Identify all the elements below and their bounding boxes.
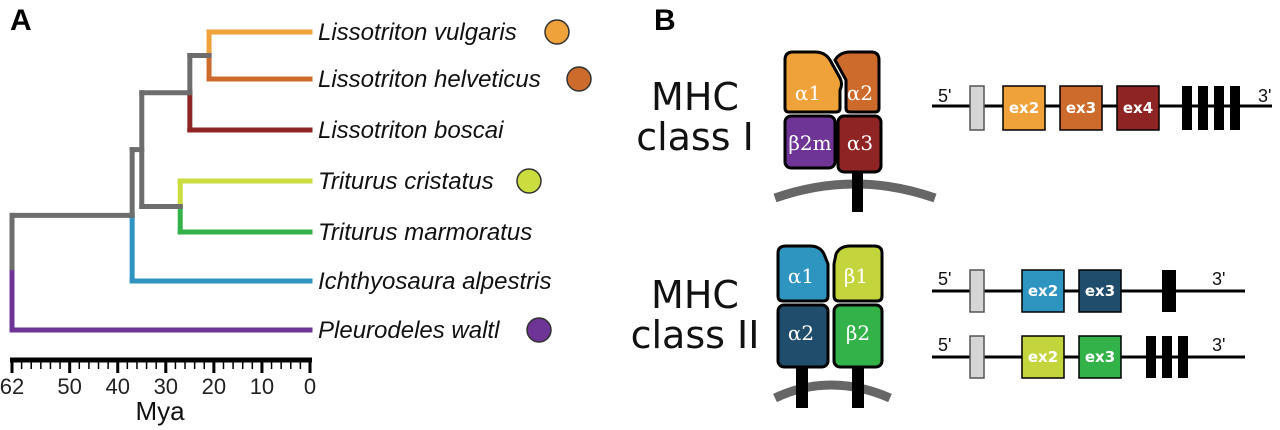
exon-ex2-class1 [1002, 85, 1046, 131]
mhc-class1-title-line1: MHC [651, 75, 739, 119]
exon1-class2-beta [969, 335, 985, 379]
domain-label-alpha1-class2: α1 [788, 264, 814, 288]
exon-label-ex2-class1: ex2 [1009, 99, 1039, 117]
exon-ex3-class2-alpha [1078, 269, 1122, 313]
gene-class1: 5' 3' ex2 ex3 ex4 [932, 85, 1272, 131]
exon-label-ex4-class1: ex4 [1123, 99, 1153, 117]
gene-three-prime-class1: 3' [1258, 86, 1271, 106]
exon-tm1-class1 [1182, 86, 1192, 130]
axis-tick-label: 40 [105, 374, 129, 399]
axis-title: Mya [135, 396, 185, 426]
species-label: Triturus marmoratus [318, 219, 532, 246]
gene-three-prime-class2-beta: 3' [1212, 335, 1225, 355]
species-dot [516, 168, 542, 194]
exon-label-ex2-class2-alpha: ex2 [1028, 282, 1058, 300]
domain-label-alpha2-class1: α2 [847, 81, 873, 105]
exon-label-ex3-class2-beta: ex3 [1085, 348, 1115, 366]
exon-label-ex2-class2-beta: ex2 [1028, 348, 1058, 366]
exon1-class2-alpha [969, 269, 985, 313]
time-axis: 62 50 40 30 20 10 0 [0, 357, 316, 399]
domain-alpha2-class1 [833, 50, 881, 114]
exon-tm3-class2-beta [1178, 336, 1188, 378]
gene-three-prime-class2-alpha: 3' [1212, 269, 1225, 289]
gene-five-prime-class2-beta: 5' [938, 335, 951, 355]
exon-tm2-class2-beta [1162, 336, 1172, 378]
exon-ex4-class1 [1116, 85, 1160, 131]
exon-tm4-class1 [1230, 86, 1240, 130]
exon-tm-class2-alpha [1162, 270, 1176, 312]
membrane-arc-class2 [773, 380, 892, 403]
species-label: Lissotriton boscai [318, 117, 504, 144]
mhc-class2-title: MHC class II [631, 273, 760, 357]
axis-tick-label: 10 [250, 374, 274, 399]
species-dot [544, 19, 570, 45]
exon-tm1-class2-beta [1146, 336, 1156, 378]
domain-alpha3-class1 [836, 114, 883, 174]
tm-stalk-alpha-class2 [796, 360, 808, 408]
gene-five-prime-class2-alpha: 5' [938, 269, 951, 289]
tm-stalk-class1 [852, 170, 863, 212]
axis-tick-label: 50 [57, 374, 81, 399]
domain-beta1-class2 [832, 244, 884, 303]
domain-alpha1-class2 [776, 244, 830, 303]
domain-alpha2-class2 [776, 303, 830, 369]
exon-ex2-class2-alpha [1021, 269, 1065, 313]
domain-beta2m-class1 [783, 114, 837, 170]
axis-tick-label: 62 [0, 374, 24, 399]
mhc-class2-title-line1: MHC [651, 273, 739, 317]
domain-label-alpha1-class1: α1 [795, 81, 821, 105]
mhc-class1-molecule: α1 α2 β2m α3 [773, 50, 937, 212]
axis-tick-label: 30 [154, 374, 178, 399]
tm-stalk-beta-class2 [852, 360, 864, 408]
species-label: Triturus cristatus [318, 168, 494, 195]
species-label: Pleurodeles waltl [318, 317, 500, 344]
mhc-class2-molecule: α1 β1 α2 β2 [773, 244, 892, 408]
gene-class2-alpha: 5' 3' ex2 ex3 [932, 269, 1245, 313]
panel-label-a: A [10, 4, 32, 37]
mhc-class1-title-line2: class I [636, 115, 754, 159]
mhc-class1-title: MHC class I [636, 75, 754, 159]
species-label: Lissotriton helveticus [318, 66, 541, 93]
exon-ex2-class2-beta [1021, 335, 1065, 379]
domain-label-alpha3-class1: α3 [847, 131, 873, 155]
domain-alpha1-class1 [783, 50, 843, 114]
panel-label-b: B [654, 4, 676, 37]
species-dot [566, 66, 592, 92]
domain-label-beta2-class2: β2 [846, 321, 870, 345]
exon-label-ex3-class1: ex3 [1066, 99, 1096, 117]
exon-label-ex3-class2-alpha: ex3 [1085, 282, 1115, 300]
species-label: Ichthyosaura alpestris [318, 268, 551, 295]
domain-label-beta1-class2: β1 [844, 264, 868, 288]
exon-tm2-class1 [1198, 86, 1208, 130]
domain-beta2-class2 [832, 303, 884, 369]
exon-tm3-class1 [1214, 86, 1224, 130]
gene-class2-beta: 5' 3' ex2 ex3 [932, 335, 1245, 379]
mhc-class2-title-line2: class II [631, 313, 760, 357]
domain-label-alpha2-class2: α2 [788, 321, 814, 345]
species-dot [526, 317, 552, 343]
domain-label-beta2m-class1: β2m [788, 131, 831, 155]
species-label: Lissotriton vulgaris [318, 19, 517, 46]
axis-tick-label: 20 [202, 374, 226, 399]
exon1-class1 [969, 85, 985, 131]
exon-ex3-class1 [1059, 85, 1103, 131]
axis-tick-label: 0 [304, 374, 316, 399]
gene-five-prime-class1: 5' [938, 86, 951, 106]
exon-ex3-class2-beta [1078, 335, 1122, 379]
